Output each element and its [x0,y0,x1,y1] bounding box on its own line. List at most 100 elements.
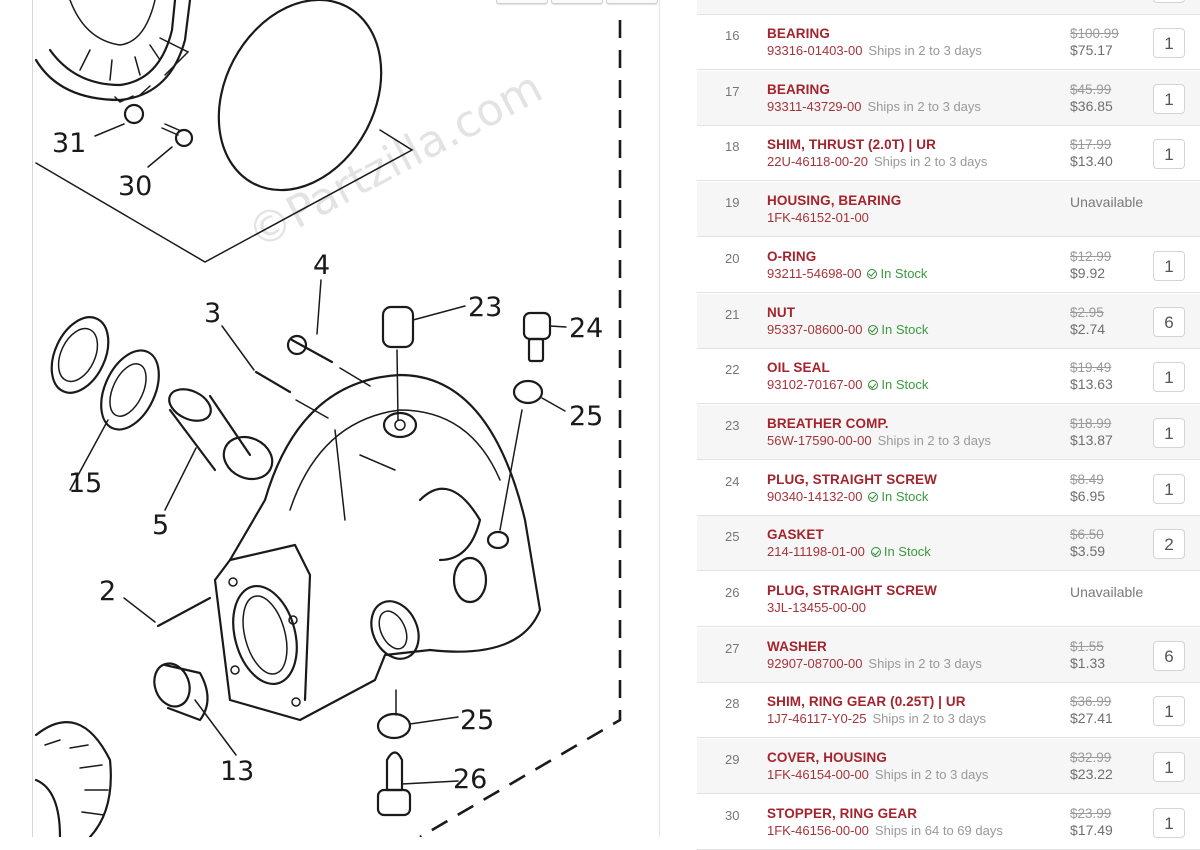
callout-31[interactable]: 31 [52,128,86,159]
watermark-text: ©Partzilla.com [239,62,550,260]
msrp-price: $100.99 [1070,26,1119,41]
quantity-input[interactable]: 1 [1153,28,1185,58]
gear-part [34,721,112,837]
quantity-input[interactable]: 6 [1153,306,1185,337]
quantity-input[interactable]: 1 [1153,473,1185,504]
shipping-estimate: Ships in 2 to 3 days [872,711,986,727]
parts-row-previous [697,0,1200,15]
msrp-price: $1.55 [1070,638,1104,654]
sale-price: $13.87 [1070,431,1113,448]
part-number: 1FK-46154-00-00 [767,767,869,783]
diagram-toolbar-button-1[interactable] [496,0,548,4]
quantity-input[interactable]: 1 [1153,752,1185,783]
diagram-left-border [32,0,33,837]
callout-13[interactable]: 13 [220,756,254,787]
ref-number: 25 [725,529,740,545]
part-details: 22U-46118-00-20 Ships in 2 to 3 days [767,154,987,169]
quantity-input[interactable]: 1 [1153,139,1185,170]
bolt-part-30 [174,128,194,148]
callout-5[interactable]: 5 [152,510,169,541]
sale-price: $27.41 [1070,710,1113,727]
in-stock-label: In Stock [881,377,929,393]
shipping-estimate: Ships in 2 to 3 days [868,655,982,671]
part-name-link[interactable]: O-RING [767,248,817,264]
callout-15[interactable]: 15 [68,468,102,499]
sale-price: $1.33 [1070,654,1106,671]
diagram-toolbar-button-2[interactable] [551,0,603,4]
part-name-link[interactable]: BEARING [767,26,830,41]
oil-seal-part [50,316,160,491]
quantity-input[interactable]: 6 [1153,640,1185,671]
callout-24[interactable]: 24 [569,313,603,344]
unavailable-label: Unavailable [1070,584,1144,600]
parts-diagram[interactable]: ©Partzilla.com [0,0,697,837]
part-name-link[interactable]: PLUG, STRAIGHT SCREW [767,471,937,487]
part-name-link[interactable]: GASKET [767,527,824,543]
quantity-input[interactable]: 1 [1153,83,1185,114]
callout-25-top[interactable]: 25 [569,401,603,432]
msrp-price: $19.49 [1070,360,1112,376]
ref-number: 16 [725,28,740,43]
quantity-input-previous[interactable] [1153,0,1185,3]
ref-number: 23 [725,417,740,433]
washer-part-31 [123,103,145,125]
shipping-estimate: Ships in 2 to 3 days [877,432,992,448]
msrp-price: $2.95 [1070,304,1104,320]
quantity-input[interactable]: 1 [1153,250,1185,281]
in-stock-label: In Stock [881,488,929,504]
bolt-part-4 [290,338,334,364]
ref-number: 21 [725,306,740,322]
part-number: 93316-01403-00 [767,43,863,58]
callout-25-bottom[interactable]: 25 [460,705,494,736]
ref-number: 29 [725,752,740,768]
callout-23[interactable]: 23 [468,292,502,323]
shipping-estimate: Ships in 2 to 3 days [868,43,982,58]
quantity-input[interactable]: 1 [1153,807,1185,838]
ref-number: 28 [725,696,740,712]
ref-number: 22 [725,362,740,378]
quantity-input[interactable]: 1 [1153,696,1185,727]
msrp-price: $32.99 [1070,750,1112,766]
part-name-link[interactable]: SHIM, THRUST (2.0T) | UR [767,137,936,153]
ref-number: 27 [725,640,740,656]
bushing-part-13 [153,662,237,756]
callout-2[interactable]: 2 [99,576,116,607]
exploded-view-drawing: ©Partzilla.com [34,0,622,837]
in-stock-status: In Stock [868,322,928,337]
callout-30[interactable]: 30 [118,171,152,202]
shipping-estimate: Ships in 2 to 3 days [873,154,988,170]
part-name-link[interactable]: OIL SEAL [767,360,830,376]
part-name-link[interactable]: WASHER [767,638,827,654]
part-name-link[interactable]: STOPPER, RING GEAR [767,805,918,821]
callout-4[interactable]: 4 [313,250,330,281]
part-name-link[interactable]: BEARING [767,81,830,97]
ref-number: 26 [725,585,740,600]
part-name-link[interactable]: HOUSING, BEARING [767,193,902,209]
sale-price: $13.40 [1070,153,1113,170]
part-name-link[interactable]: COVER, HOUSING [767,750,887,766]
part-name-link[interactable]: PLUG, STRAIGHT SCREW [767,583,937,598]
quantity-input[interactable]: 1 [1153,362,1185,393]
quantity-input[interactable]: 1 [1153,417,1185,448]
quantity-input[interactable]: 2 [1153,529,1185,560]
diagram-toolbar-button-3[interactable] [606,0,658,4]
callout-3[interactable]: 3 [204,298,221,329]
ref-number: 19 [725,195,740,211]
part-name-link[interactable]: NUT [767,304,796,320]
callout-26[interactable]: 26 [453,764,487,795]
part-name-link[interactable]: BREATHER COMP. [767,415,889,431]
sale-price: $17.49 [1070,821,1113,838]
part-number: 1FK-46152-01-00 [767,210,869,226]
part-name-link[interactable]: SHIM, RING GEAR (0.25T) | UR [767,694,966,710]
part-number: 22U-46118-00-20 [767,154,868,170]
